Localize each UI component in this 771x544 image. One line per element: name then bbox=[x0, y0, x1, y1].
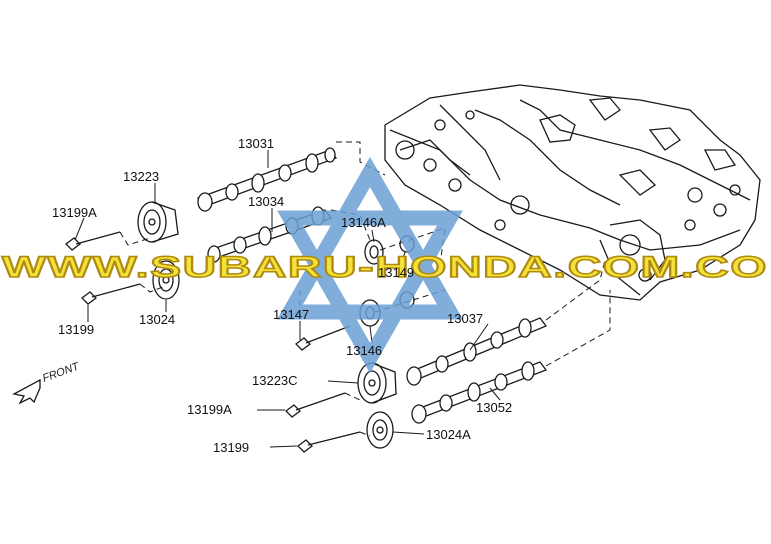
label-13024A: 13024A bbox=[426, 427, 471, 442]
star-triangle-up bbox=[277, 156, 463, 320]
camshaft-13031 bbox=[196, 147, 338, 212]
bolt-13199A-top bbox=[65, 231, 121, 251]
front-arrow-icon: FRONT bbox=[12, 360, 82, 405]
label-13149: 13149 bbox=[378, 265, 414, 280]
label-13199-bottom: 13199 bbox=[213, 440, 249, 455]
label-13024: 13024 bbox=[139, 312, 175, 327]
bolt-13199A-bottom bbox=[285, 392, 346, 418]
camshaft-13052 bbox=[411, 361, 548, 424]
label-13034: 13034 bbox=[248, 194, 284, 209]
star-triangle-down bbox=[277, 210, 463, 374]
front-label: FRONT bbox=[41, 360, 82, 385]
label-13146: 13146 bbox=[346, 343, 382, 358]
bolt-13199-bottom bbox=[297, 431, 361, 453]
watermark-text: WWW.SUBARU-HONDA.COM.CO bbox=[2, 251, 768, 284]
label-13199A-top: 13199A bbox=[52, 205, 97, 220]
label-13199A-bottom: 13199A bbox=[187, 402, 232, 417]
label-13146A: 13146A bbox=[341, 215, 386, 230]
sprocket-13024A bbox=[366, 411, 394, 449]
seal-13146A bbox=[364, 239, 384, 265]
bolt-13199-top bbox=[81, 283, 141, 305]
leader-lines bbox=[74, 150, 501, 448]
label-13199-top: 13199 bbox=[58, 322, 94, 337]
star-overlay bbox=[277, 156, 463, 374]
sprocket-13223C bbox=[357, 362, 397, 404]
sprocket-13223 bbox=[137, 201, 179, 243]
cylinder-head bbox=[384, 84, 761, 301]
label-13223C: 13223C bbox=[252, 373, 298, 388]
sprocket-13024 bbox=[152, 260, 180, 300]
label-13223: 13223 bbox=[123, 169, 159, 184]
label-13052: 13052 bbox=[476, 400, 512, 415]
camshaft-13037 bbox=[406, 317, 548, 386]
bolt-13147 bbox=[295, 325, 351, 351]
label-13037: 13037 bbox=[447, 311, 483, 326]
part-labels: 13031 13223 13199A 13034 13146A 13149 13… bbox=[52, 136, 512, 455]
label-13147: 13147 bbox=[273, 307, 309, 322]
label-13031: 13031 bbox=[238, 136, 274, 151]
